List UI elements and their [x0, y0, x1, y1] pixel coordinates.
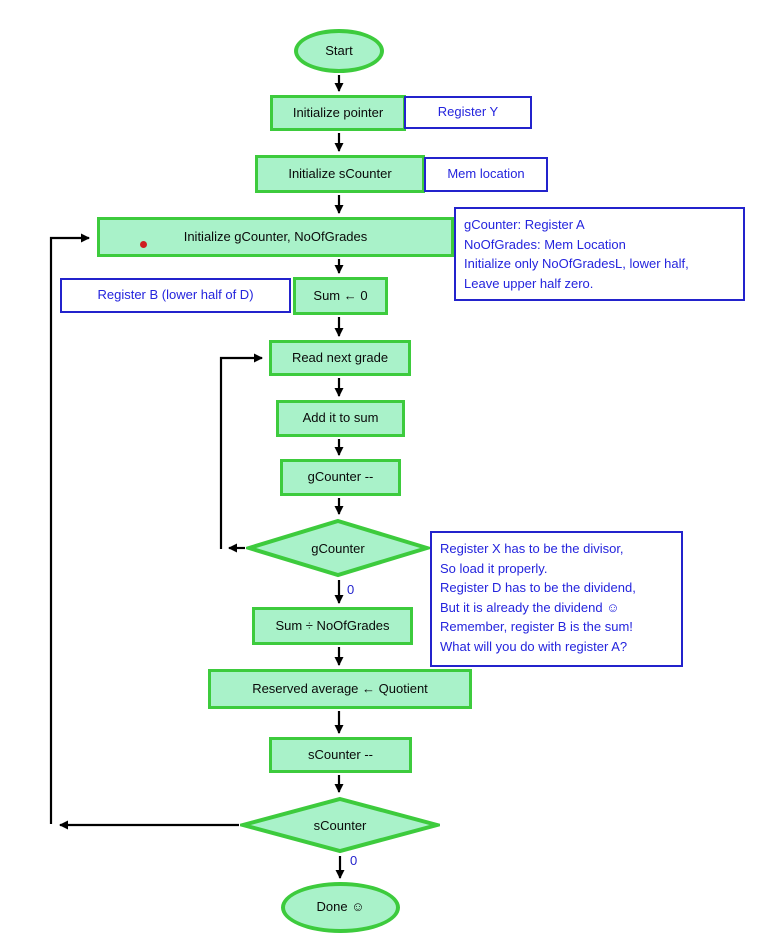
edge-scounter-loop-back — [49, 233, 90, 824]
sum-divide-label: Sum ÷ NoOfGrades — [275, 617, 390, 633]
start-label: Start — [325, 42, 353, 58]
init-gcounter-node: Initialize gCounter, NoOfGrades — [97, 217, 454, 257]
gcounter-decrement-node: gCounter -- — [280, 459, 401, 496]
init-scounter-label: Initialize sCounter — [288, 165, 392, 181]
scounter-decision-label: sCounter — [313, 817, 367, 833]
sum-zero-node: Sum ← 0 — [293, 277, 388, 315]
init-pointer-node: Initialize pointer — [270, 95, 406, 131]
gcounter-decision-label: gCounter — [311, 540, 365, 556]
done-node: Done ☺ — [281, 882, 400, 933]
reserved-average-node: Reserved average ← Quotient — [208, 669, 472, 709]
scounter-decrement-label: sCounter -- — [307, 746, 374, 762]
start-node: Start — [294, 29, 384, 73]
register-b-note: Register B (lower half of D) — [60, 278, 291, 313]
done-label: Done ☺ — [316, 899, 365, 915]
init-scounter-node: Initialize sCounter — [255, 155, 425, 193]
scounter-zero-edge-label: 0 — [350, 853, 358, 868]
red-dot-marker — [140, 241, 147, 248]
add-to-sum-label: Add it to sum — [302, 410, 379, 426]
sum-divide-node: Sum ÷ NoOfGrades — [252, 607, 413, 645]
gcounter-zero-edge-label: 0 — [347, 582, 355, 597]
mem-location-label: Mem location — [447, 166, 525, 182]
sum-zero-label: Sum ← 0 — [313, 287, 368, 303]
gcounter-diamond-shape — [246, 518, 430, 578]
mem-location-note: Mem location — [424, 157, 548, 192]
gcounter-decision-node: gCounter — [246, 518, 430, 578]
scounter-decision-node: sCounter — [240, 796, 440, 854]
register-b-label: Register B (lower half of D) — [97, 287, 254, 303]
add-to-sum-node: Add it to sum — [276, 400, 405, 437]
reserved-average-label: Reserved average ← Quotient — [252, 680, 428, 696]
register-y-label: Register Y — [437, 104, 499, 120]
register-y-note: Register Y — [404, 96, 532, 129]
init-pointer-label: Initialize pointer — [292, 104, 384, 120]
gcounter-info-note: gCounter: Register A NoOfGrades: Mem Loc… — [454, 207, 745, 301]
division-info-note: Register X has to be the divisor, So loa… — [430, 531, 683, 667]
init-gcounter-label: Initialize gCounter, NoOfGrades — [183, 228, 368, 244]
read-next-grade-node: Read next grade — [269, 340, 411, 376]
gcounter-decrement-label: gCounter -- — [307, 469, 374, 485]
scounter-decrement-node: sCounter -- — [269, 737, 412, 773]
read-next-grade-label: Read next grade — [291, 349, 389, 365]
scounter-diamond-shape — [240, 796, 440, 854]
